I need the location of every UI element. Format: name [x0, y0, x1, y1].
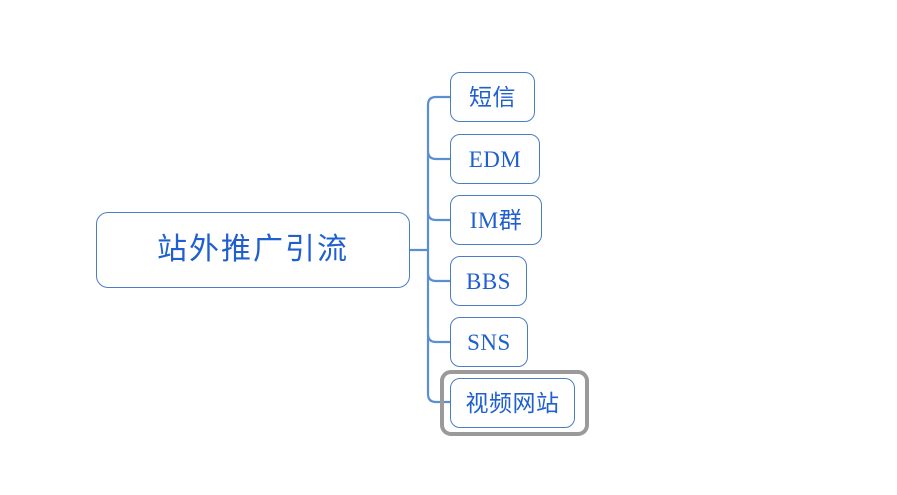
- mindmap-node-bbs[interactable]: BBS: [450, 256, 527, 306]
- mindmap-node-label: 短信: [469, 84, 516, 110]
- mindmap-node-label: EDM: [468, 146, 522, 172]
- mindmap-node-im-group[interactable]: IM群: [450, 195, 542, 245]
- connector-branch-4: [426, 333, 450, 344]
- connector-branch-0: [426, 95, 450, 106]
- connector-branch-1: [426, 150, 450, 161]
- mindmap-node-sms[interactable]: 短信: [450, 72, 535, 122]
- connector-branch-3: [426, 272, 450, 283]
- mindmap-node-sns[interactable]: SNS: [450, 317, 528, 367]
- mindmap-node-video-site[interactable]: 视频网站: [450, 378, 575, 428]
- mindmap-root-label: 站外推广引流: [157, 233, 349, 266]
- connector-branch-5: [426, 393, 450, 404]
- mindmap-node-label: IM群: [469, 207, 523, 233]
- selection-highlight-frame: [440, 370, 589, 436]
- mindmap-root-node[interactable]: 站外推广引流: [96, 212, 410, 288]
- connector-branch-2: [426, 211, 450, 222]
- mindmap-node-label: 视频网站: [465, 390, 560, 416]
- mindmap-node-edm[interactable]: EDM: [450, 134, 540, 184]
- mindmap-node-label: BBS: [466, 268, 511, 294]
- mindmap-node-label: SNS: [467, 329, 511, 355]
